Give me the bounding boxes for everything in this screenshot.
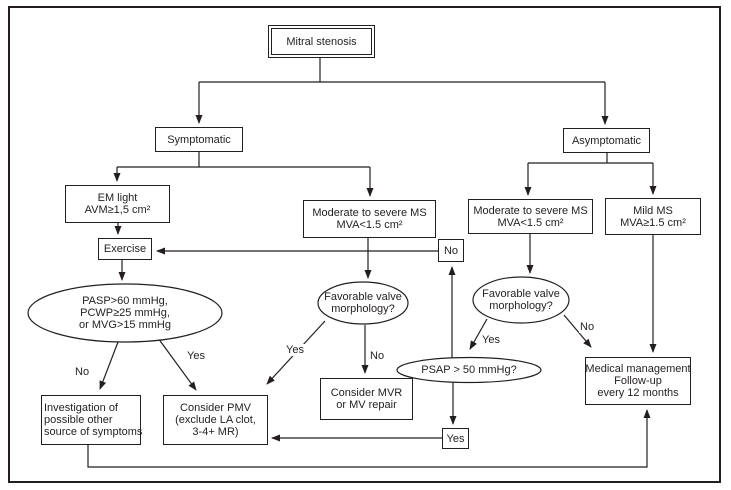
edge-label-yes-left: Yes	[186, 350, 206, 362]
node-consider-mvr: Consider MVR or MV repair	[320, 378, 413, 420]
edge-investigation-to-medical	[87, 409, 651, 468]
node-em-light: EM light AVM≥1,5 cm²	[65, 185, 170, 223]
edge-label-yes-center: Yes	[285, 344, 305, 356]
edge-label-no-center: No	[369, 350, 386, 362]
edge-pressure-yes	[157, 337, 197, 391]
edge-pressure-no	[99, 341, 119, 390]
node-moderate-severe-ms-asymptomatic: Moderate to severe MS MVA<1.5 cm²	[468, 199, 593, 234]
node-symptomatic: Symptomatic	[155, 127, 243, 152]
edge-label-no-left: No	[74, 366, 91, 378]
decision-morphology-asym-ellipse	[472, 276, 570, 324]
node-moderate-severe-ms-symptomatic: Moderate to severe MS MVA<1.5 cm²	[303, 200, 436, 238]
edge-morphology-asym-no	[563, 314, 592, 348]
node-mitral-stenosis-label: Mitral stenosis	[271, 28, 372, 55]
node-mitral-stenosis: Mitral stenosis	[268, 25, 375, 58]
decision-pressure-test-ellipse	[27, 283, 223, 343]
node-investigation: Investigation of possible other source o…	[41, 395, 142, 445]
node-medical-management: Medical management Follow-up every 12 mo…	[585, 357, 691, 405]
node-yes-router: Yes	[442, 428, 469, 449]
decision-morphology-sym-ellipse	[317, 281, 409, 325]
node-mild-ms: Mild MS MVA≥1.5 cm²	[605, 198, 701, 235]
node-asymptomatic: Asymptomatic	[563, 128, 650, 153]
decision-psap-ellipse	[396, 356, 542, 384]
edge-label-no-right: No	[579, 321, 596, 333]
node-no-router: No	[438, 239, 464, 262]
figure-border	[8, 6, 721, 483]
edge-label-yes-right: Yes	[481, 334, 501, 346]
node-exercise: Exercise	[98, 238, 152, 260]
edge-morphology-asym-yes	[469, 318, 488, 350]
node-consider-pmv: Consider PMV (exclude LA clot, 3-4+ MR)	[163, 395, 268, 445]
